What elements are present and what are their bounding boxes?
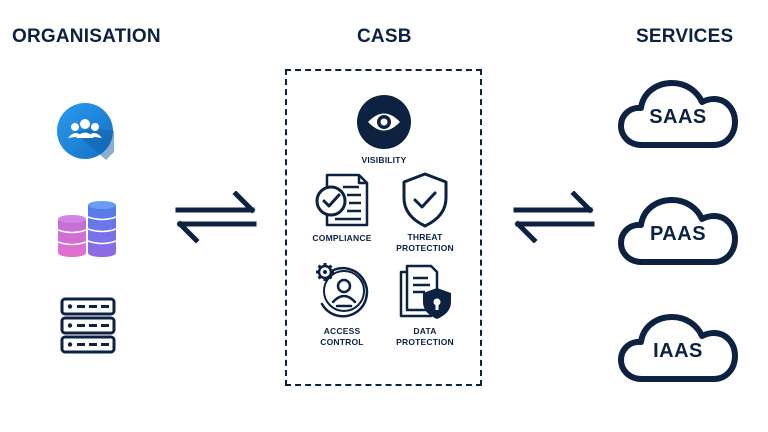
access-control-label: ACCESS CONTROL	[297, 326, 387, 348]
eye-icon	[357, 95, 411, 149]
services-heading: SERVICES	[636, 26, 734, 47]
organisation-heading: ORGANISATION	[12, 26, 161, 47]
iaas-label: IAAS	[653, 340, 703, 362]
cloud-icon	[618, 314, 738, 382]
paas-label: PAAS	[649, 223, 707, 245]
data-protection-label: DATA PROTECTION	[380, 326, 470, 348]
threat-protection-label: THREAT PROTECTION	[380, 232, 470, 254]
compliance-label: COMPLIANCE	[312, 233, 372, 243]
casb-heading: CASB	[357, 26, 412, 47]
document-lock-icon	[398, 262, 454, 320]
access-control-line2: CONTROL	[320, 337, 364, 347]
saas-label: SAAS	[649, 106, 707, 128]
access-control-line1: ACCESS	[323, 326, 361, 336]
visibility-label: VISIBILITY	[361, 155, 407, 165]
data-protection-line2: PROTECTION	[396, 337, 454, 347]
service-iaas: IAAS	[618, 313, 738, 385]
shield-check-icon	[401, 172, 449, 228]
data-protection-line1: DATA	[413, 326, 437, 336]
service-saas: SAAS	[618, 79, 738, 151]
casb-box	[285, 69, 482, 386]
cloud-icon	[618, 80, 738, 148]
users-icon	[56, 102, 114, 160]
user-gear-icon	[313, 262, 373, 320]
database-icon	[56, 199, 118, 259]
service-paas: PAAS	[618, 196, 738, 268]
document-check-icon	[313, 173, 371, 229]
bidirectional-arrows-right-icon	[512, 191, 596, 243]
server-icon	[59, 296, 117, 356]
bidirectional-arrows-left-icon	[174, 191, 258, 243]
threat-protection-line1: THREAT	[407, 232, 443, 242]
threat-protection-line2: PROTECTION	[396, 243, 454, 253]
cloud-icon	[618, 197, 738, 265]
